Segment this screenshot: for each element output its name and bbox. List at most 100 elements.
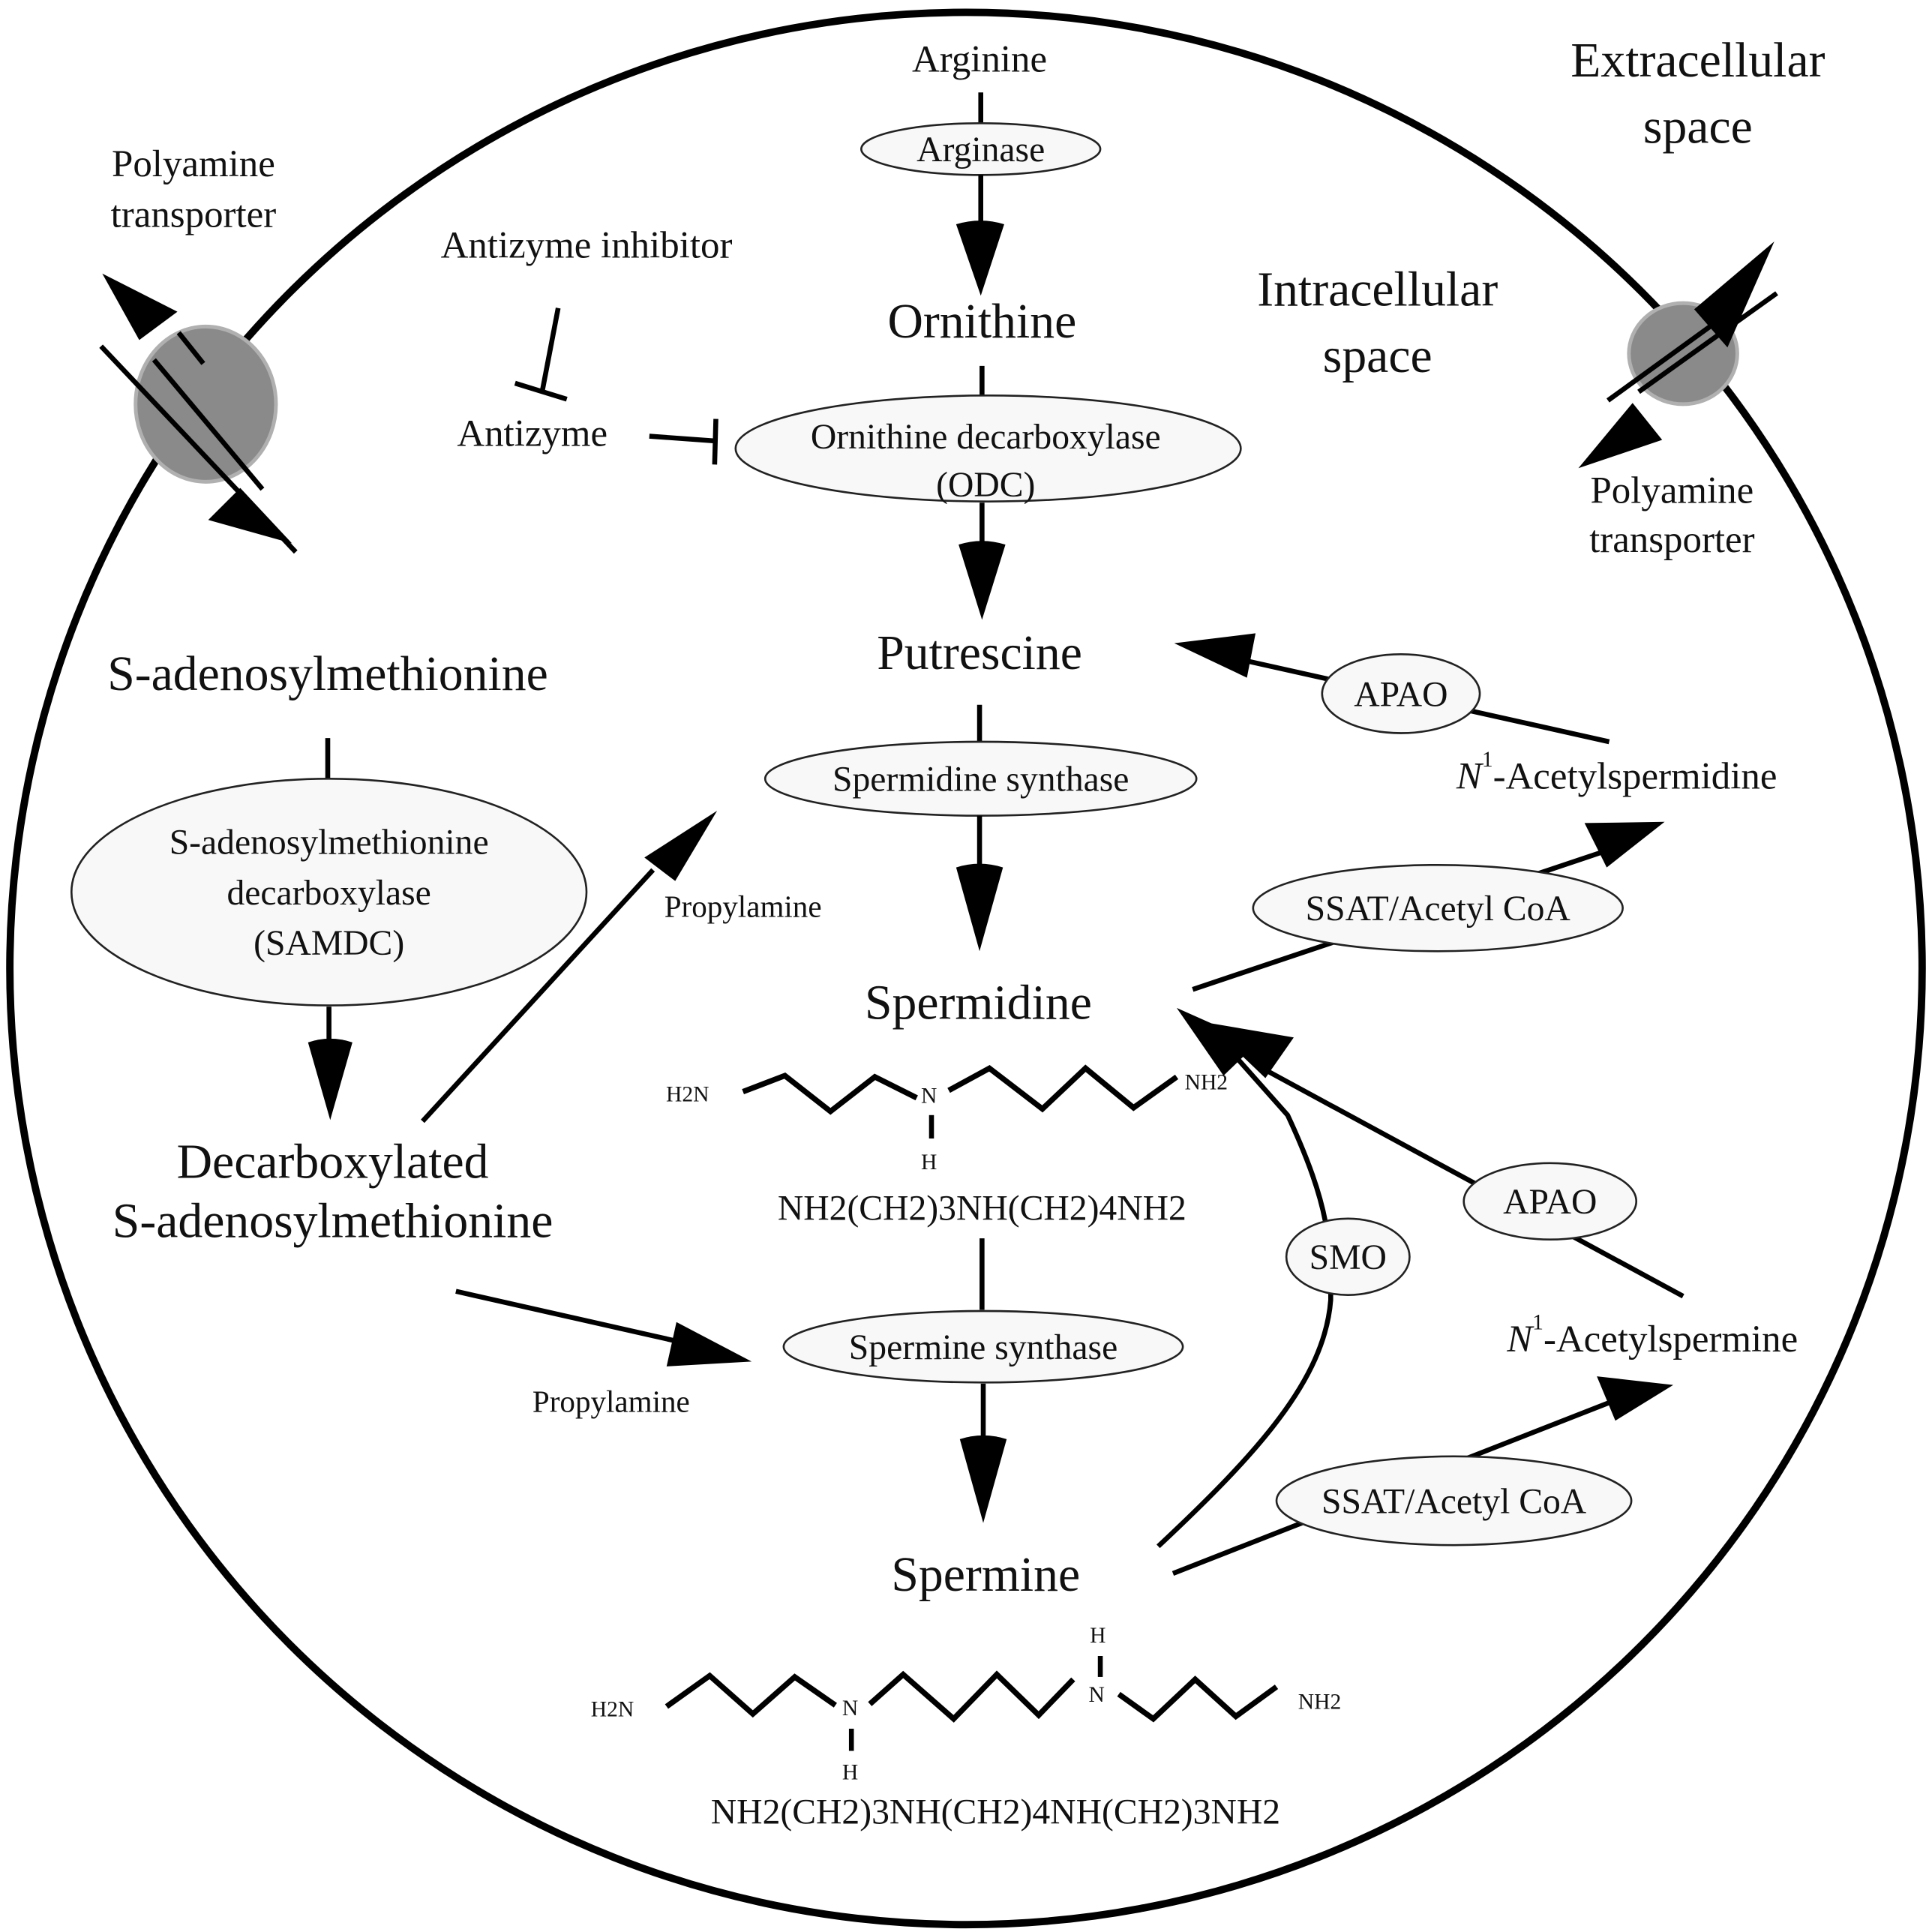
intracellular-label-line2: space	[1323, 328, 1432, 383]
spermine-label: Spermine	[891, 1547, 1080, 1602]
structure-bond-chain	[1117, 1676, 1279, 1723]
spermidine-synthase-label: Spermidine synthase	[832, 760, 1130, 800]
smo-conversion-line	[1156, 1058, 1334, 1549]
propylamine-transfer-line	[455, 1288, 686, 1346]
odc-label-line2: (ODC)	[936, 466, 1035, 505]
structure-hydrogen-label: H	[1090, 1624, 1106, 1648]
structure-bond-chain	[664, 1672, 837, 1718]
ssat-label: SSAT/Acetyl CoA	[1322, 1482, 1587, 1521]
arginase-label: Arginase	[916, 130, 1045, 170]
structure-amine-label: NH2	[1185, 1070, 1228, 1094]
spermidine-label: Spermidine	[865, 976, 1092, 1030]
smo-enzyme	[1285, 1217, 1411, 1296]
extracellular-label-line1: Extracellular	[1570, 33, 1825, 88]
dcsam-label-line2: S-adenosylmethionine	[112, 1193, 554, 1248]
n1-acetylspermidine-text: N1-Acetylspermidine	[1456, 748, 1778, 798]
arrowhead-icon	[1584, 821, 1665, 868]
structure-bond-chain	[742, 1072, 918, 1115]
transporter-efflux-shaft	[176, 331, 206, 365]
transporter-channel-icon	[134, 324, 278, 484]
arrowhead-down-icon	[956, 863, 1004, 952]
propylamine-label: Propylamine	[532, 1384, 690, 1419]
left-transporter-label-line1: Polyamine	[112, 143, 275, 185]
ssat-label: SSAT/Acetyl CoA	[1306, 890, 1571, 928]
right-transporter-label-line1: Polyamine	[1590, 470, 1754, 512]
propylamine-label: Propylamine	[664, 889, 822, 923]
structure-amine-label: NH2	[1298, 1690, 1341, 1714]
transporter-efflux-line	[152, 358, 265, 491]
spermine-formula: NH2(CH2)3NH(CH2)4NH(CH2)3NH2	[711, 1792, 1280, 1832]
structure-hydrogen-label: H	[921, 1150, 937, 1174]
spermidine-structure: H2N N H NH2 NH2(CH2)3NH(CH2)4NH2	[666, 1064, 1228, 1228]
arrowhead-icon	[1208, 1022, 1294, 1078]
apao-label: APAO	[1354, 675, 1448, 714]
putrescine-label: Putrescine	[877, 626, 1082, 680]
spermine-synthase-label: Spermine synthase	[849, 1328, 1118, 1367]
structure-amine-label: H2N	[591, 1698, 634, 1722]
superscript-1: 1	[1482, 748, 1493, 772]
structure-bond-chain	[868, 1670, 1076, 1723]
ornithine-label: Ornithine	[887, 294, 1076, 349]
intracellular-label: Intracellular space	[1257, 262, 1498, 383]
samdc-label-line3: (SAMDC)	[254, 924, 404, 963]
extracellular-label: Extracellular space	[1570, 33, 1825, 154]
n1-acetylspermine-label: N1-Acetylspermine	[1506, 1311, 1798, 1361]
structure-nitrogen-label: N	[1088, 1683, 1104, 1707]
odc-label-line1: Ornithine decarboxylase	[811, 418, 1161, 457]
structure-amine-label: H2N	[666, 1083, 709, 1107]
extracellular-label-line2: space	[1643, 100, 1753, 154]
structure-nitrogen-label: N	[842, 1696, 858, 1720]
n-prefix: N	[1456, 755, 1484, 797]
transporter-influx-line	[1637, 291, 1778, 394]
compound-name: -Acetylspermine	[1544, 1318, 1798, 1360]
spermine-structure: H2N N H N H NH2 NH2(CH2)3NH(CH2)4NH(CH2)…	[591, 1624, 1341, 1832]
right-polyamine-transporter: Polyamine transporter	[1578, 242, 1778, 561]
arrowhead-icon	[1597, 1376, 1673, 1421]
odc-enzyme	[734, 394, 1242, 502]
dcsam-label-line1: Decarboxylated	[177, 1135, 489, 1190]
right-transporter-label-line2: transporter	[1589, 519, 1755, 561]
sam-label: S-adenosylmethionine	[107, 646, 548, 701]
ssat-enzyme	[1252, 863, 1624, 952]
apao-enzyme	[1462, 1162, 1638, 1241]
n-prefix: N	[1506, 1318, 1534, 1360]
samdc-enzyme	[70, 777, 588, 1006]
structure-nitrogen-label: N	[921, 1084, 937, 1108]
propylamine-transfer-line	[421, 868, 656, 1124]
n1-acetylspermidine-label: N1-Acetylspermidine	[1456, 748, 1778, 798]
arrowhead-icon	[1174, 633, 1256, 678]
samdc-label-line2: decarboxylase	[226, 874, 430, 913]
structure-bond-chain	[947, 1064, 1179, 1113]
transporter-influx-arrowhead-icon	[1578, 403, 1663, 469]
transporter-efflux-arrowhead-icon	[1694, 242, 1774, 348]
antizyme-inhibitor-label: Antizyme inhibitor	[441, 224, 733, 266]
arrowhead-down-icon	[308, 1038, 352, 1120]
structure-hydrogen-label: H	[842, 1760, 858, 1784]
spermidine-formula: NH2(CH2)3NH(CH2)4NH2	[778, 1189, 1186, 1228]
n1-acetylspermine-text: N1-Acetylspermine	[1506, 1311, 1798, 1361]
arrowhead-icon	[666, 1322, 752, 1366]
arrowhead-down-icon	[958, 541, 1006, 620]
left-polyamine-transporter: Polyamine transporter	[99, 143, 298, 554]
cell-membrane	[6, 8, 1926, 1929]
antizyme-label: Antizyme	[457, 413, 608, 455]
transporter-efflux-arrowhead-icon	[102, 273, 178, 340]
spermine-synthase-enzyme	[782, 1310, 1184, 1384]
inhibition-line	[539, 308, 561, 393]
arrowhead-down-icon	[959, 1435, 1007, 1523]
arginine-label: Arginine	[912, 38, 1047, 80]
apao-enzyme	[1321, 653, 1481, 734]
transporter-influx-arrowhead-icon	[208, 488, 292, 544]
arrowhead-icon	[1176, 1007, 1257, 1076]
samdc-label-line1: S-adenosylmethionine	[170, 824, 489, 862]
compound-name: -Acetylspermidine	[1493, 755, 1778, 797]
inhibition-bar-icon	[514, 380, 568, 402]
transporter-efflux-line	[1606, 320, 1717, 403]
left-transporter-label-line2: transporter	[111, 194, 277, 236]
arrowhead-icon	[644, 811, 718, 881]
superscript-1: 1	[1532, 1311, 1544, 1335]
smo-label: SMO	[1310, 1238, 1387, 1277]
inhibition-bar-icon	[712, 418, 718, 465]
ssat-enzyme	[1275, 1455, 1633, 1546]
